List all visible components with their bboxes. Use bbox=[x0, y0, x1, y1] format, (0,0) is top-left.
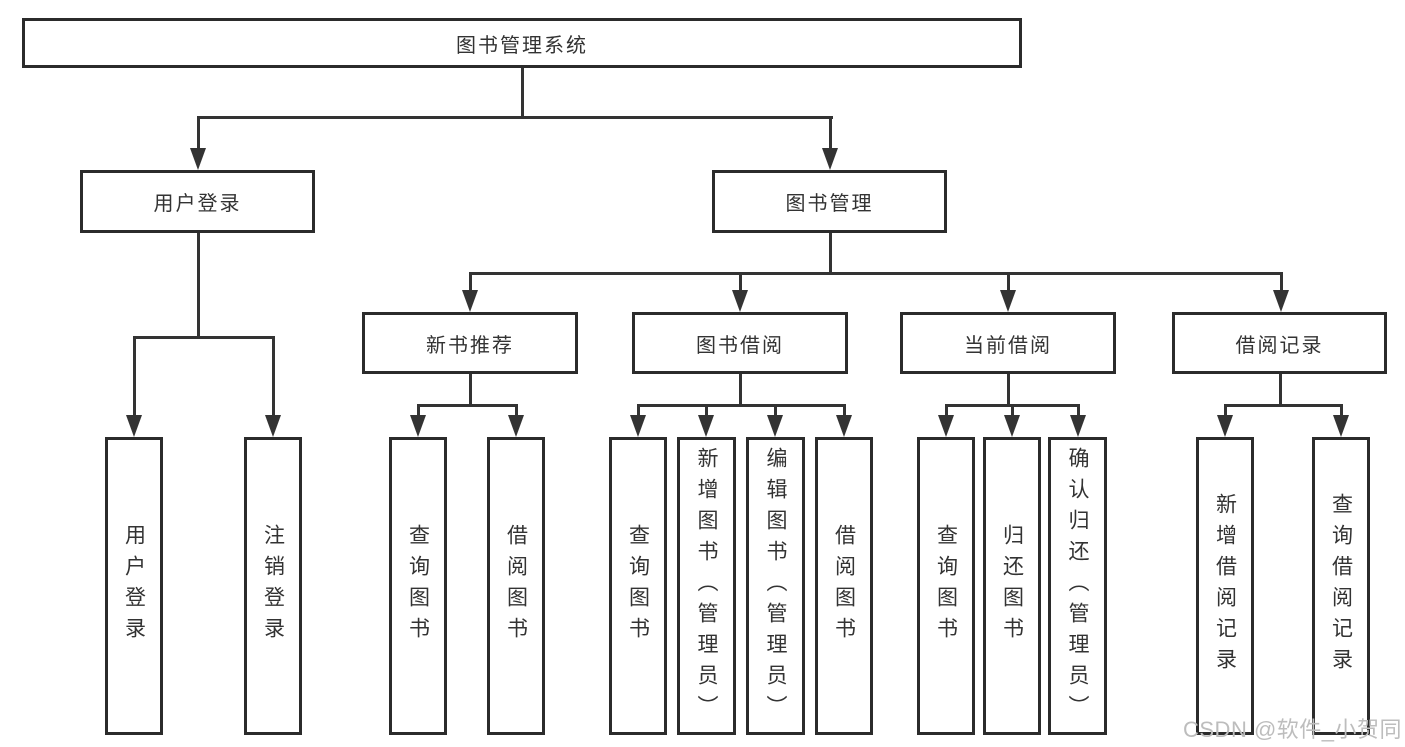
arrow-down-icon bbox=[190, 148, 206, 170]
arrow-down-icon bbox=[630, 415, 646, 437]
arrow-down-icon bbox=[126, 415, 142, 437]
arrow-down-icon bbox=[410, 415, 426, 437]
leaf-query-books-recommend-label: 查询图书 bbox=[406, 524, 430, 648]
leaf-user-login: 用户登录 bbox=[105, 437, 163, 735]
leaf-query-borrow-record: 查询借阅记录 bbox=[1312, 437, 1370, 735]
connector-line bbox=[417, 404, 420, 417]
leaf-query-books-current-label: 查询图书 bbox=[934, 524, 958, 648]
arrow-down-icon bbox=[698, 415, 714, 437]
leaf-edit-book-admin: 编辑图书（管理员） bbox=[746, 437, 805, 735]
connector-line bbox=[197, 233, 200, 339]
connector-line bbox=[1007, 272, 1010, 294]
leaf-add-book-admin-label: 新增图书（管理员） bbox=[695, 446, 718, 726]
connector-line bbox=[637, 404, 846, 407]
leaf-confirm-return-admin-label: 确认归还（管理员） bbox=[1066, 446, 1089, 726]
connector-line bbox=[1224, 404, 1342, 407]
leaf-logout: 注销登录 bbox=[244, 437, 302, 735]
connector-line bbox=[705, 404, 708, 417]
leaf-query-books-borrowing: 查询图书 bbox=[609, 437, 667, 735]
node-book-management-label: 图书管理 bbox=[785, 193, 874, 215]
connector-line bbox=[739, 272, 742, 294]
node-book-management: 图书管理 bbox=[712, 170, 947, 233]
connector-line bbox=[1007, 374, 1010, 406]
leaf-borrow-books-recommend: 借阅图书 bbox=[487, 437, 545, 735]
leaf-return-books: 归还图书 bbox=[983, 437, 1041, 735]
connector-line bbox=[417, 404, 518, 407]
node-new-book-recommend-label: 新书推荐 bbox=[426, 334, 514, 357]
node-book-borrowing: 图书借阅 bbox=[632, 312, 848, 374]
connector-line bbox=[1280, 272, 1283, 294]
arrow-down-icon bbox=[265, 415, 281, 437]
leaf-query-books-borrowing-label: 查询图书 bbox=[626, 524, 650, 648]
leaf-confirm-return-admin: 确认归还（管理员） bbox=[1048, 437, 1107, 735]
connector-line bbox=[637, 404, 640, 417]
node-borrowing-records: 借阅记录 bbox=[1172, 312, 1387, 374]
node-book-borrowing-label: 图书借阅 bbox=[696, 334, 784, 357]
arrow-down-icon bbox=[1333, 415, 1349, 437]
leaf-logout-label: 注销登录 bbox=[261, 524, 285, 648]
leaf-query-books-recommend: 查询图书 bbox=[389, 437, 447, 735]
leaf-borrow-books-recommend-label: 借阅图书 bbox=[504, 524, 528, 648]
connector-line bbox=[197, 116, 833, 119]
connector-line bbox=[1224, 404, 1227, 417]
connector-line bbox=[1011, 404, 1014, 417]
leaf-query-books-current: 查询图书 bbox=[917, 437, 975, 735]
csdn-watermark: CSDN @软件_小贺同学 bbox=[1183, 717, 1403, 742]
leaf-add-borrow-record-label: 新增借阅记录 bbox=[1213, 493, 1237, 679]
arrow-down-icon bbox=[938, 415, 954, 437]
node-root: 图书管理系统 bbox=[22, 18, 1022, 68]
arrow-down-icon bbox=[1070, 415, 1086, 437]
arrow-down-icon bbox=[1000, 290, 1016, 312]
connector-line bbox=[1279, 374, 1282, 406]
leaf-user-login-label: 用户登录 bbox=[122, 524, 146, 648]
node-borrowing-records-label: 借阅记录 bbox=[1235, 334, 1324, 357]
connector-line bbox=[272, 336, 275, 417]
connector-line bbox=[1340, 404, 1343, 417]
leaf-borrow-books-borrowing-label: 借阅图书 bbox=[832, 524, 856, 648]
node-current-borrowing: 当前借阅 bbox=[900, 312, 1116, 374]
node-user-login: 用户登录 bbox=[80, 170, 315, 233]
leaf-query-borrow-record-label: 查询借阅记录 bbox=[1329, 493, 1353, 679]
leaf-add-borrow-record: 新增借阅记录 bbox=[1196, 437, 1254, 735]
arrow-down-icon bbox=[1004, 415, 1020, 437]
connector-line bbox=[739, 374, 742, 406]
connector-line bbox=[829, 116, 832, 152]
connector-line bbox=[774, 404, 777, 417]
arrow-down-icon bbox=[767, 415, 783, 437]
node-root-label: 图书管理系统 bbox=[456, 34, 588, 57]
arrow-down-icon bbox=[822, 148, 838, 170]
arrow-down-icon bbox=[508, 415, 524, 437]
connector-line bbox=[515, 404, 518, 417]
connector-line bbox=[197, 116, 200, 152]
leaf-borrow-books-borrowing: 借阅图书 bbox=[815, 437, 873, 735]
arrow-down-icon bbox=[836, 415, 852, 437]
arrow-down-icon bbox=[462, 290, 478, 312]
connector-line bbox=[843, 404, 846, 417]
leaf-return-books-label: 归还图书 bbox=[1000, 524, 1024, 648]
arrow-down-icon bbox=[1217, 415, 1233, 437]
connector-line bbox=[829, 233, 832, 274]
node-user-login-label: 用户登录 bbox=[153, 193, 242, 215]
node-new-book-recommend: 新书推荐 bbox=[362, 312, 578, 374]
connector-line bbox=[469, 374, 472, 406]
arrow-down-icon bbox=[732, 290, 748, 312]
connector-line bbox=[469, 272, 1282, 275]
connector-line bbox=[133, 336, 275, 339]
leaf-add-book-admin: 新增图书（管理员） bbox=[677, 437, 736, 735]
connector-line bbox=[133, 336, 136, 417]
connector-line bbox=[521, 68, 524, 118]
connector-line bbox=[469, 272, 472, 294]
connector-line bbox=[945, 404, 948, 417]
arrow-down-icon bbox=[1273, 290, 1289, 312]
node-current-borrowing-label: 当前借阅 bbox=[964, 334, 1052, 357]
connector-line bbox=[1077, 404, 1080, 417]
leaf-edit-book-admin-label: 编辑图书（管理员） bbox=[764, 446, 787, 726]
